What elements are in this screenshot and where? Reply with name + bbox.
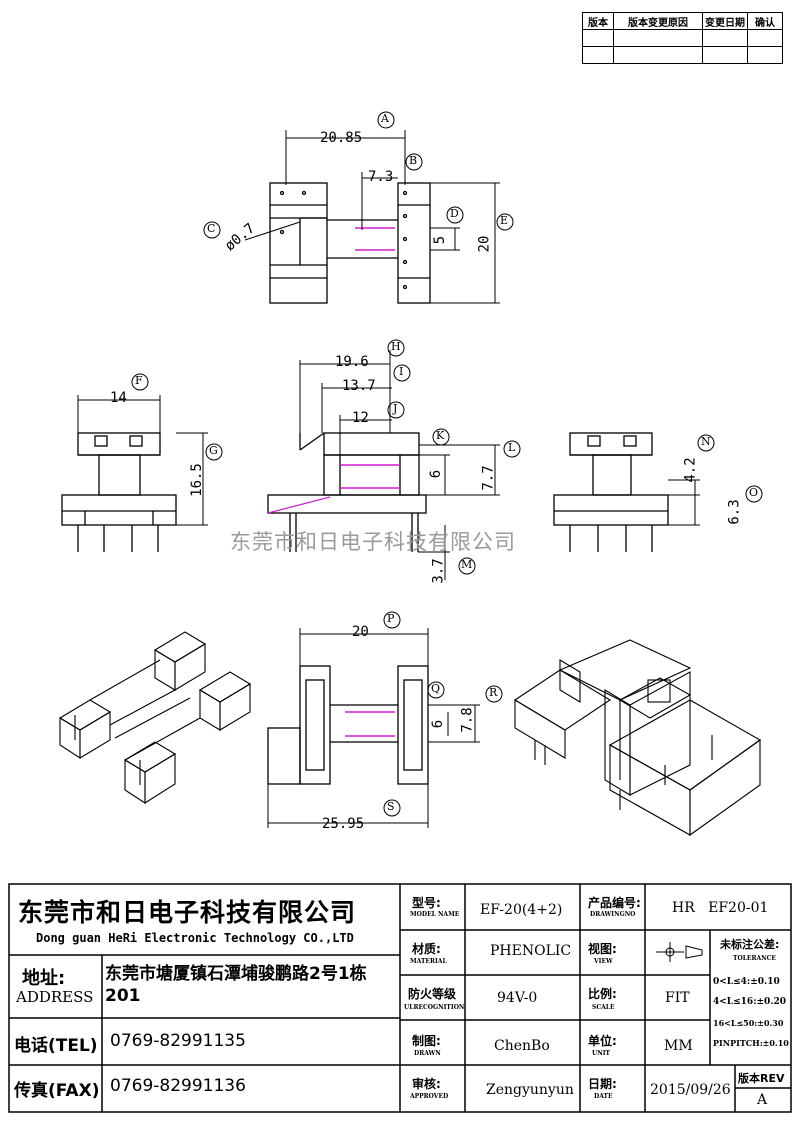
tolerance-1: 0<L≤4:±0.10: [713, 977, 780, 987]
fax-value: 0769-82991136: [110, 1076, 246, 1096]
drawing-no-label: 产品编号:: [588, 896, 641, 910]
fax-label: 传真(FAX): [14, 1081, 100, 1101]
balloon-k: K: [436, 429, 445, 442]
unit-value: MM: [664, 1038, 693, 1054]
unit-label-en: UNIT: [592, 1050, 610, 1057]
balloon-g: G: [209, 444, 218, 457]
tolerance-3: 16<L≤50:±0.30: [713, 1018, 784, 1028]
isometric-view-right: [513, 639, 762, 837]
front-view: [61, 373, 223, 552]
tolerance-title: 未标注公差:: [720, 938, 780, 951]
material-value: PHENOLIC: [490, 943, 572, 959]
company-name-cn: 东莞市和日电子科技有限公司: [18, 898, 357, 927]
unit-label: 单位:: [588, 1034, 617, 1048]
rev-label: 版本REV: [738, 1072, 785, 1085]
balloon-o: O: [749, 486, 759, 499]
balloon-q: Q: [431, 682, 441, 695]
tel-value: 0769-82991135: [110, 1031, 246, 1051]
approved-value: Zengyunyun: [486, 1082, 574, 1098]
balloon-e: E: [500, 214, 509, 227]
drawn-value: ChenBo: [494, 1038, 550, 1054]
dim-right-top: 4.2: [682, 457, 699, 483]
tolerance-title-en: TOLERANCE: [733, 955, 776, 962]
approved-label-en: APPROVED: [410, 1093, 449, 1100]
date-value: 2015/09/26: [650, 1082, 731, 1098]
address-value: 东莞市塘厦镇石潭埔骏鹏路2号1栋201: [105, 964, 367, 1006]
company-name-en: Dong guan HeRi Electronic Technology CO.…: [36, 931, 354, 945]
scale-label-en: SCALE: [592, 1004, 615, 1011]
dim-front-height: 16.5: [188, 463, 205, 497]
tel-label: 电话(TEL): [14, 1036, 98, 1056]
drawn-label: 制图:: [412, 1034, 441, 1048]
dim-top-width: 20.85: [320, 130, 363, 146]
dim-bottom-width: 20: [352, 624, 369, 640]
balloon-i: I: [399, 365, 404, 378]
model-label-en: MODEL NAME: [410, 911, 460, 918]
drawing-no-value: HR EF20-01: [672, 900, 769, 916]
bottom-view: [267, 611, 503, 828]
drawing-no-label-en: DRAWINGNO: [590, 911, 636, 918]
balloon-d: D: [450, 207, 459, 220]
dim-side-pin: 3.7: [430, 558, 447, 584]
dim-top-slot: 7.3: [368, 169, 394, 185]
scale-label: 比例:: [588, 987, 617, 1001]
dim-bottom-core: 6: [430, 719, 447, 729]
balloon-h: H: [391, 340, 401, 353]
material-label-en: MATERIAL: [410, 958, 447, 965]
model-label: 型号:: [412, 896, 441, 910]
fire-value: 94V-0: [497, 990, 538, 1006]
date-label-en: DATE: [594, 1093, 613, 1100]
model-value: EF-20(4+2): [480, 902, 563, 918]
balloon-a: A: [381, 112, 389, 125]
drawn-label-en: DRAWN: [414, 1050, 441, 1057]
top-view: [203, 111, 514, 304]
approved-label: 审核:: [412, 1077, 441, 1091]
balloon-c: C: [207, 222, 216, 235]
balloon-r: R: [489, 686, 498, 699]
isometric-view-left: [58, 631, 252, 805]
address-label: 地址:: [22, 968, 66, 989]
dim-bottom-flange: 7.8: [459, 707, 476, 733]
dim-top-height: 20: [476, 235, 493, 253]
view-label-en: VIEW: [594, 958, 613, 965]
revision-table: 版本 版本变更原因 变更日期 确认: [582, 12, 783, 64]
fire-label: 防火等级: [408, 987, 457, 1001]
tolerance-4: PINPITCH:±0.10: [713, 1038, 789, 1048]
scale-value: FIT: [665, 990, 690, 1006]
rev-value: A: [757, 1092, 768, 1108]
dim-front-width: 14: [110, 390, 127, 406]
dim-bottom-total: 25.95: [322, 816, 365, 832]
address-label-en: ADDRESS: [16, 988, 94, 1006]
balloon-b: B: [409, 154, 418, 167]
view-label: 视图:: [588, 942, 617, 956]
tolerance-2: 4<L≤16:±0.20: [713, 997, 786, 1007]
dim-side-flange: 7.7: [480, 465, 497, 491]
fire-label-en: ULRECOGNITION: [404, 1004, 465, 1011]
watermark: 东莞市和日电子科技有限公司: [230, 530, 516, 554]
material-label: 材质:: [412, 942, 441, 956]
balloon-p: P: [387, 612, 395, 625]
date-label: 日期:: [588, 1077, 617, 1091]
side-view: [267, 339, 521, 580]
dim-side-inner: 13.7: [342, 378, 376, 394]
balloon-m: M: [461, 558, 473, 571]
dim-right-pitch: 6.3: [726, 499, 743, 525]
right-view: [553, 432, 763, 552]
balloon-j: J: [393, 402, 398, 415]
dim-side-core: 12: [352, 410, 369, 426]
dim-top-gap: 5: [432, 235, 449, 245]
balloon-n: N: [701, 435, 711, 448]
title-block-grid: [8, 883, 792, 1113]
balloon-f: F: [135, 374, 143, 387]
dim-side-core-height: 6: [428, 469, 445, 479]
balloon-l: L: [508, 441, 516, 454]
balloon-s: S: [387, 800, 395, 813]
dim-side-total: 19.6: [335, 354, 369, 370]
